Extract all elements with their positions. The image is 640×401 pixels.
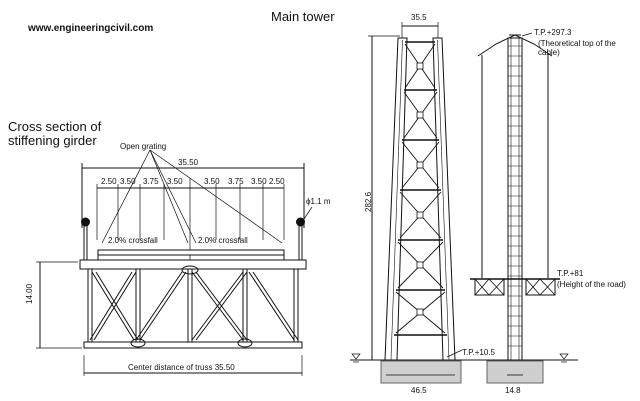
cable-diameter-label: ϕ1.1 m [306, 197, 331, 206]
tower-base-width-label: 46.5 [411, 386, 427, 395]
main-tower-title: Main tower [271, 9, 335, 24]
tower-side-elevation [470, 32, 578, 384]
tp-base-label: T.P.+10.5 [462, 348, 495, 357]
tp-top-note: (Theoretical top of the cable) [538, 39, 616, 58]
truss-distance-label: Center distance of truss 35.50 [128, 363, 235, 372]
lane-width-1: 2.50 [101, 177, 117, 186]
tower-front-elevation [350, 22, 478, 384]
girder-title-line1: Cross section of [8, 119, 102, 134]
lane-width-8: 2.50 [269, 177, 285, 186]
crossfall-left-label: 2.0% crossfall [108, 236, 158, 245]
crossfall-right-label: 2.0% crossfall [198, 236, 248, 245]
lane-width-7: 3.50 [251, 177, 267, 186]
lane-width-5: 3.50 [204, 177, 220, 186]
tp-top-label: T.P.+297.3 [534, 28, 572, 37]
tp-road-note: (Height of the road) [557, 280, 626, 289]
tower-height-label: 282.6 [364, 191, 373, 212]
girder-cross-section [36, 149, 313, 376]
tp-road-label: T.P.+81 [557, 269, 584, 278]
overall-width-label: 35.50 [178, 158, 199, 167]
girder-title-line2: stiffening girder [8, 133, 97, 148]
lane-width-6: 3.75 [228, 177, 244, 186]
lane-width-4: 3.50 [167, 177, 183, 186]
lane-width-3: 3.75 [143, 177, 159, 186]
website-watermark: www.engineeringcivil.com [28, 23, 154, 34]
girder-height-label: 14.00 [25, 283, 34, 304]
side-base-width-label: 14.8 [505, 386, 521, 395]
tower-top-width-label: 35.5 [411, 13, 427, 22]
lane-width-2: 3.50 [120, 177, 136, 186]
open-grating-label: Open grating [120, 142, 167, 151]
